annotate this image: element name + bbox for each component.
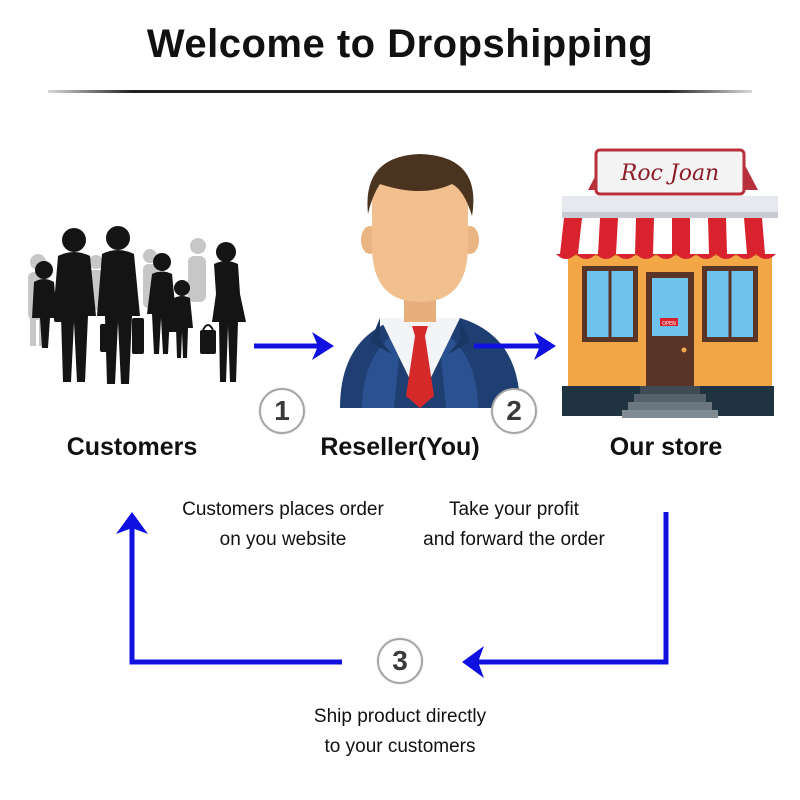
step-2-line-1: Take your profit bbox=[449, 499, 579, 520]
step-2-line-2: and forward the order bbox=[423, 529, 605, 550]
store-label: Our store bbox=[609, 433, 723, 461]
store-door-sign: OPEN bbox=[662, 321, 676, 327]
customers-label: Customers bbox=[66, 433, 198, 461]
step-3-line-1: Ship product directly bbox=[313, 706, 487, 727]
page-title: Welcome to Dropshipping bbox=[146, 22, 654, 66]
reseller-label: Reseller(You) bbox=[320, 433, 480, 461]
step-1-line-2: on you website bbox=[219, 529, 347, 550]
arrow-customers-to-reseller bbox=[254, 332, 334, 360]
title-divider bbox=[48, 90, 752, 93]
step-2-badge: 2 bbox=[491, 388, 537, 434]
arrow-store-to-shipping bbox=[462, 512, 669, 678]
step-1-description: Customers places order on you website bbox=[153, 495, 413, 555]
customers-crowd-illustration bbox=[28, 226, 246, 384]
step-2-description: Take your profit and forward the order bbox=[384, 495, 644, 555]
step-3-description: Ship product directly to your customers bbox=[270, 702, 530, 762]
arrow-shipping-to-customers bbox=[116, 512, 342, 665]
store-sign-text: Roc Joan bbox=[620, 161, 719, 186]
reseller-avatar-illustration bbox=[340, 154, 520, 408]
step-3-line-2: to your customers bbox=[324, 736, 476, 757]
store-illustration: OPEN bbox=[556, 148, 784, 418]
arrow-reseller-to-store bbox=[474, 332, 556, 360]
step-1-badge: 1 bbox=[259, 388, 305, 434]
step-1-line-1: Customers places order bbox=[182, 499, 384, 520]
step-3-badge: 3 bbox=[377, 638, 423, 684]
